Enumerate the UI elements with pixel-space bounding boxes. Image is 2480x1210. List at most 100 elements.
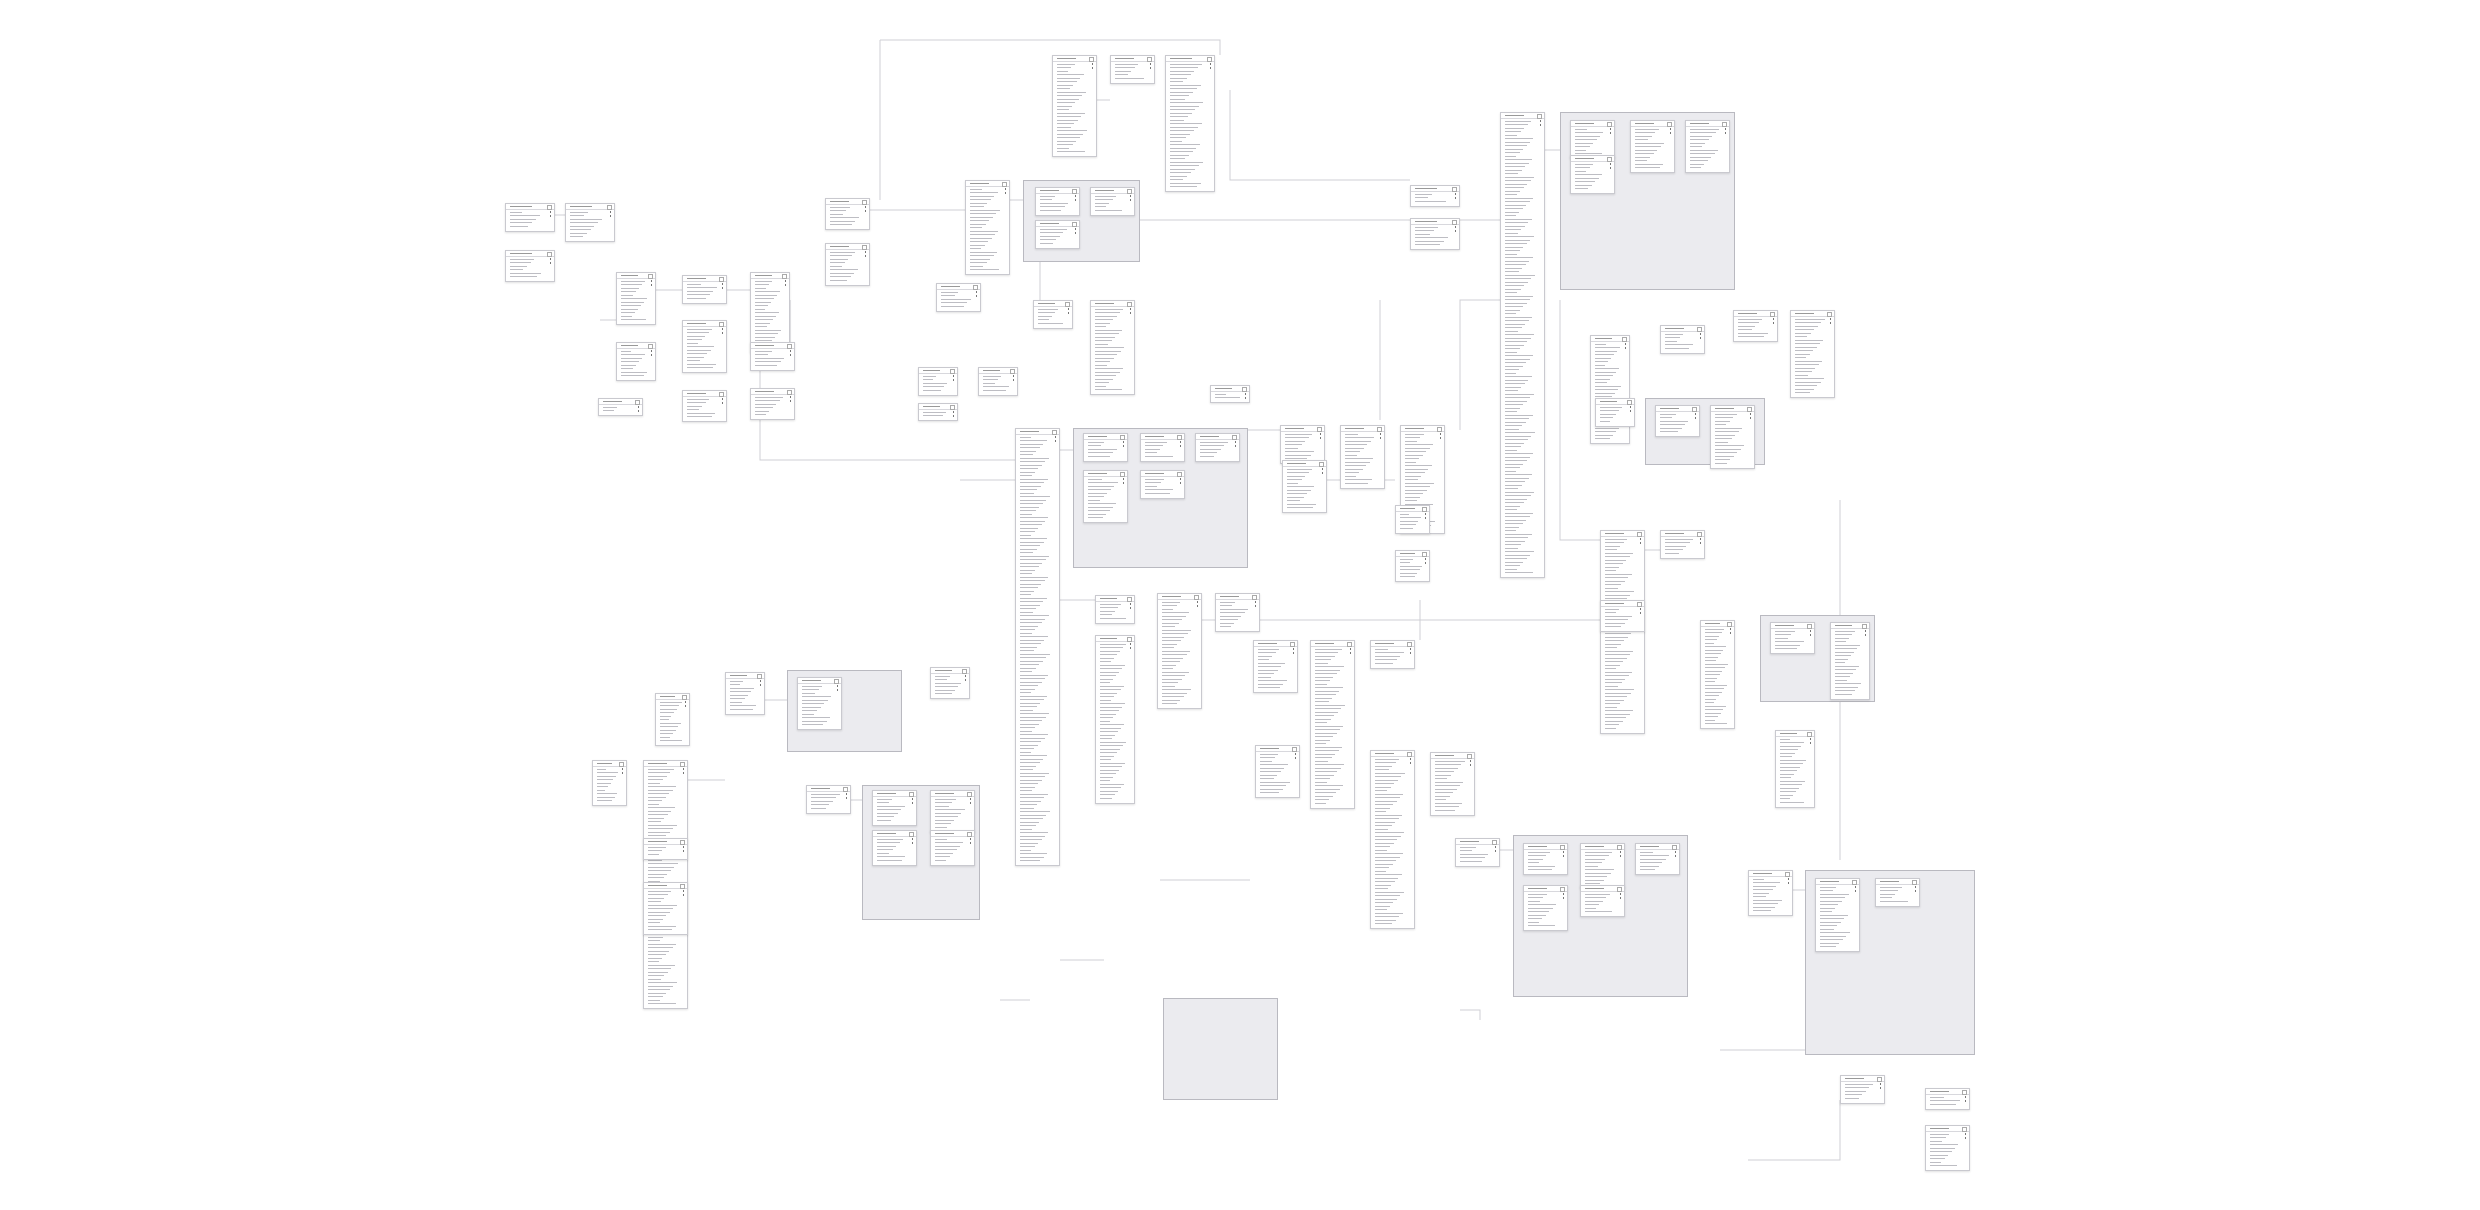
table-header[interactable] [1141, 434, 1184, 440]
table-entity[interactable] [616, 342, 656, 381]
table-header[interactable] [1776, 731, 1814, 737]
table-header[interactable] [1571, 121, 1614, 127]
table-header[interactable] [1371, 751, 1414, 757]
table-entity[interactable] [1255, 745, 1300, 798]
table-header[interactable] [1601, 531, 1644, 537]
table-entity[interactable] [505, 250, 555, 282]
table-header[interactable] [1158, 594, 1201, 600]
table-entity[interactable] [1570, 155, 1615, 194]
table-entity[interactable] [1083, 433, 1128, 462]
table-header[interactable] [1281, 426, 1324, 432]
table-entity[interactable] [1630, 120, 1675, 173]
table-header[interactable] [1661, 326, 1704, 332]
table-header[interactable] [1841, 1076, 1884, 1082]
table-entity[interactable] [1600, 600, 1645, 632]
table-entity[interactable] [1210, 385, 1250, 403]
table-entity[interactable] [1340, 425, 1385, 489]
table-entity[interactable] [1660, 325, 1705, 354]
table-header[interactable] [617, 343, 655, 349]
table-entity[interactable] [825, 198, 870, 230]
table-entity[interactable] [1595, 398, 1635, 427]
table-header[interactable] [683, 321, 726, 327]
table-header[interactable] [1111, 56, 1154, 62]
table-header[interactable] [1926, 1126, 1969, 1132]
table-entity[interactable] [682, 390, 727, 422]
table-entity[interactable] [1090, 187, 1135, 216]
table-entity[interactable] [1430, 752, 1475, 816]
table-entity[interactable] [1590, 335, 1630, 444]
table-header[interactable] [593, 761, 626, 767]
table-entity[interactable] [1052, 55, 1097, 157]
table-entity[interactable] [872, 830, 917, 866]
table-entity[interactable] [1370, 750, 1415, 929]
table-entity[interactable] [1775, 730, 1815, 808]
table-entity[interactable] [1195, 433, 1240, 462]
table-header[interactable] [1524, 844, 1567, 850]
table-entity[interactable] [750, 342, 795, 371]
table-header[interactable] [1411, 186, 1459, 192]
table-header[interactable] [1096, 596, 1134, 602]
table-entity[interactable] [750, 272, 790, 353]
table-entity[interactable] [505, 203, 555, 232]
table-header[interactable] [1431, 753, 1474, 759]
table-entity[interactable] [1395, 505, 1430, 534]
table-entity[interactable] [936, 283, 981, 312]
table-entity[interactable] [1035, 187, 1080, 216]
table-entity[interactable] [1110, 55, 1155, 84]
table-header[interactable] [1036, 188, 1079, 194]
table-header[interactable] [1581, 844, 1624, 850]
table-header[interactable] [644, 839, 687, 845]
table-header[interactable] [1524, 886, 1567, 892]
table-header[interactable] [1596, 399, 1634, 405]
table-header[interactable] [1311, 641, 1354, 647]
table-entity[interactable] [1790, 310, 1835, 398]
table-header[interactable] [506, 204, 554, 210]
table-header[interactable] [1034, 301, 1072, 307]
table-header[interactable] [937, 284, 980, 290]
table-header[interactable] [873, 831, 916, 837]
table-header[interactable] [931, 668, 969, 674]
table-header[interactable] [1141, 471, 1184, 477]
table-entity[interactable] [1157, 593, 1202, 709]
table-header[interactable] [1749, 871, 1792, 877]
table-entity[interactable] [1700, 620, 1735, 729]
table-entity[interactable] [1925, 1088, 1970, 1110]
table-header[interactable] [1256, 746, 1299, 752]
table-header[interactable] [1591, 336, 1629, 342]
table-entity[interactable] [825, 243, 870, 286]
table-header[interactable] [644, 761, 687, 767]
table-entity[interactable] [1523, 843, 1568, 875]
table-entity[interactable] [1310, 640, 1355, 809]
table-entity[interactable] [616, 272, 656, 325]
table-entity[interactable] [1083, 470, 1128, 523]
table-entity[interactable] [655, 693, 690, 746]
table-header[interactable] [751, 273, 789, 279]
table-header[interactable] [656, 694, 689, 700]
table-header[interactable] [1341, 426, 1384, 432]
table-entity[interactable] [1733, 310, 1778, 342]
table-entity[interactable] [1253, 640, 1298, 693]
table-header[interactable] [1016, 429, 1059, 435]
table-header[interactable] [1791, 311, 1834, 317]
table-entity[interactable] [1140, 470, 1185, 499]
table-entity[interactable] [1770, 622, 1815, 654]
table-entity[interactable] [1410, 185, 1460, 207]
table-entity[interactable] [1410, 218, 1460, 250]
table-header[interactable] [919, 404, 957, 410]
table-entity[interactable] [1370, 640, 1415, 669]
table-header[interactable] [1371, 641, 1414, 647]
table-entity[interactable] [682, 275, 727, 304]
table-header[interactable] [966, 181, 1009, 187]
table-header[interactable] [683, 391, 726, 397]
table-entity[interactable] [918, 403, 958, 421]
table-header[interactable] [683, 276, 726, 282]
table-entity[interactable] [1748, 870, 1793, 916]
table-header[interactable] [1636, 844, 1679, 850]
table-entity[interactable] [1580, 843, 1625, 889]
table-header[interactable] [1876, 879, 1919, 885]
table-entity[interactable] [1455, 838, 1500, 867]
table-header[interactable] [873, 791, 916, 797]
table-entity[interactable] [978, 367, 1018, 396]
table-entity[interactable] [1095, 595, 1135, 624]
table-header[interactable] [644, 883, 687, 889]
